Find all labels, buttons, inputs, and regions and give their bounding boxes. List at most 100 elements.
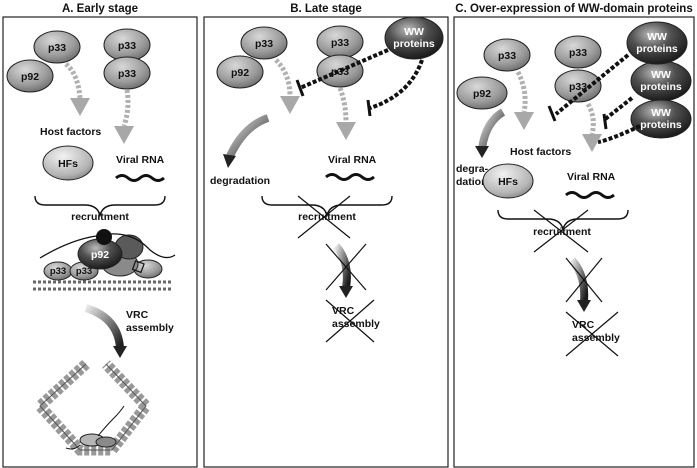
dotted-arrow-shaft [121, 89, 131, 127]
vrc-spherule [32, 359, 154, 456]
viral-rna-label: Viral RNA [116, 154, 165, 166]
cross-mark-icon [565, 257, 603, 303]
recruitment-label: recruitment [71, 211, 129, 223]
recruitment-brace [34, 195, 166, 218]
panel-a: p33 p92 p33 p33 Host factors HFs Viral R… [6, 28, 176, 456]
p92-label: p92 [473, 88, 491, 100]
arrow-head-icon [70, 98, 90, 116]
cross-mark-icon [297, 195, 351, 239]
ww-label: WW [651, 69, 671, 81]
arrow-head-icon [113, 346, 127, 358]
inhibition-line [554, 53, 630, 116]
panel-b-title: B. Late stage [290, 3, 362, 15]
p33-label: p33 [255, 38, 273, 50]
p92-protein [456, 76, 508, 110]
p33-protein [316, 54, 364, 88]
p33-label: p33 [76, 266, 92, 277]
p33-protein [554, 69, 602, 103]
p33-label: p33 [50, 266, 66, 277]
ww-label: WW [647, 31, 667, 43]
arrow-head-icon [339, 286, 353, 298]
p33-protein [103, 56, 151, 90]
arrow-head-icon [336, 122, 356, 140]
hfs-label: HFs [58, 158, 78, 170]
p92-protein [6, 59, 54, 93]
arrow-head-icon [475, 146, 489, 158]
ww-proteins-label: proteins [640, 81, 682, 93]
dotted-arrow-shaft [337, 87, 349, 123]
ww-proteins-blob [630, 99, 692, 139]
inhibition-bar-icon [547, 105, 557, 122]
panel-a-border [2, 16, 198, 468]
curved-arrow-shaft [332, 243, 351, 289]
viral-rna-wave [325, 173, 375, 181]
p33-label: p33 [498, 50, 516, 62]
p33-label: p33 [331, 66, 349, 78]
cross-mark-icon [565, 311, 619, 357]
p92-label: p92 [91, 249, 109, 261]
dotted-arrow-shaft [515, 70, 528, 113]
ww-proteins-blob [626, 21, 688, 65]
arrow-head-icon [577, 300, 591, 312]
p33-protein [33, 30, 81, 64]
p92-label: p92 [21, 71, 39, 83]
vrc-label: VRC [572, 319, 595, 331]
ww-proteins-label: proteins [640, 119, 682, 131]
inhibition-line [369, 59, 424, 110]
panel-c-title: C. Over-expression of WW-domain proteins [455, 3, 692, 15]
panel-c: p33 p92 p33 p33 WW proteins WW proteins … [456, 21, 692, 357]
dotted-arrow-shaft [585, 102, 596, 135]
cross-mark-icon [533, 209, 589, 253]
ww-proteins-label: proteins [636, 43, 678, 55]
viral-rna-wave [565, 191, 615, 199]
p92-label: p92 [231, 67, 249, 79]
arrow-head-icon [582, 134, 602, 152]
ww-proteins-blob [384, 16, 444, 60]
vrc-label: VRC [332, 305, 355, 317]
p33-label: p33 [118, 68, 136, 80]
panel-b: p33 p92 p33 p33 WW proteins degradation … [210, 16, 444, 343]
ww-label: WW [404, 26, 424, 38]
host-factors-blob [42, 145, 94, 181]
panel-b-border [203, 16, 449, 468]
curved-arrow-shaft [84, 304, 124, 349]
inhibition-bar-icon [366, 99, 372, 117]
inhibition-line [597, 124, 641, 144]
arrow-head-icon [114, 126, 134, 144]
p33-protein [483, 38, 531, 72]
arrow-head-icon [514, 112, 534, 130]
assembly-label: assembly [126, 322, 174, 334]
panel-a-title: A. Early stage [62, 3, 138, 15]
assembly-label: assembly [332, 318, 380, 330]
membrane-complex: p33 p33 p92 [33, 229, 176, 291]
host-factors-label: Host factors [40, 126, 101, 138]
arrow-head-icon [223, 154, 236, 168]
inhibition-line [602, 96, 634, 122]
p92-protein [216, 55, 264, 89]
p33-label: p33 [48, 42, 66, 54]
inhibition-line [299, 48, 389, 90]
viral-rna-wave [115, 174, 165, 182]
inhibition-bar-icon [602, 113, 608, 130]
hfs-label: HFs [498, 176, 518, 188]
cross-mark-icon [325, 299, 375, 343]
ww-label: WW [651, 107, 671, 119]
p33-label: p33 [118, 40, 136, 52]
ww-proteins-label: proteins [393, 38, 435, 50]
viral-rna-label: Viral RNA [328, 154, 377, 166]
degradation-label: degradation [210, 175, 270, 187]
host-factors-label: Host factors [510, 146, 571, 158]
curved-arrow-shaft [478, 108, 506, 149]
p33-label: p33 [331, 37, 349, 49]
degra-label: degra- [456, 163, 489, 175]
p33-protein [554, 35, 602, 69]
recruitment-label: recruitment [298, 211, 356, 223]
cross-mark-icon [325, 243, 367, 291]
viral-rna-label: Viral RNA [567, 171, 616, 183]
p33-protein [240, 26, 288, 60]
arrow-head-icon [280, 96, 300, 114]
inhibition-bar-icon [295, 79, 305, 97]
curved-arrow-shaft [226, 114, 270, 158]
